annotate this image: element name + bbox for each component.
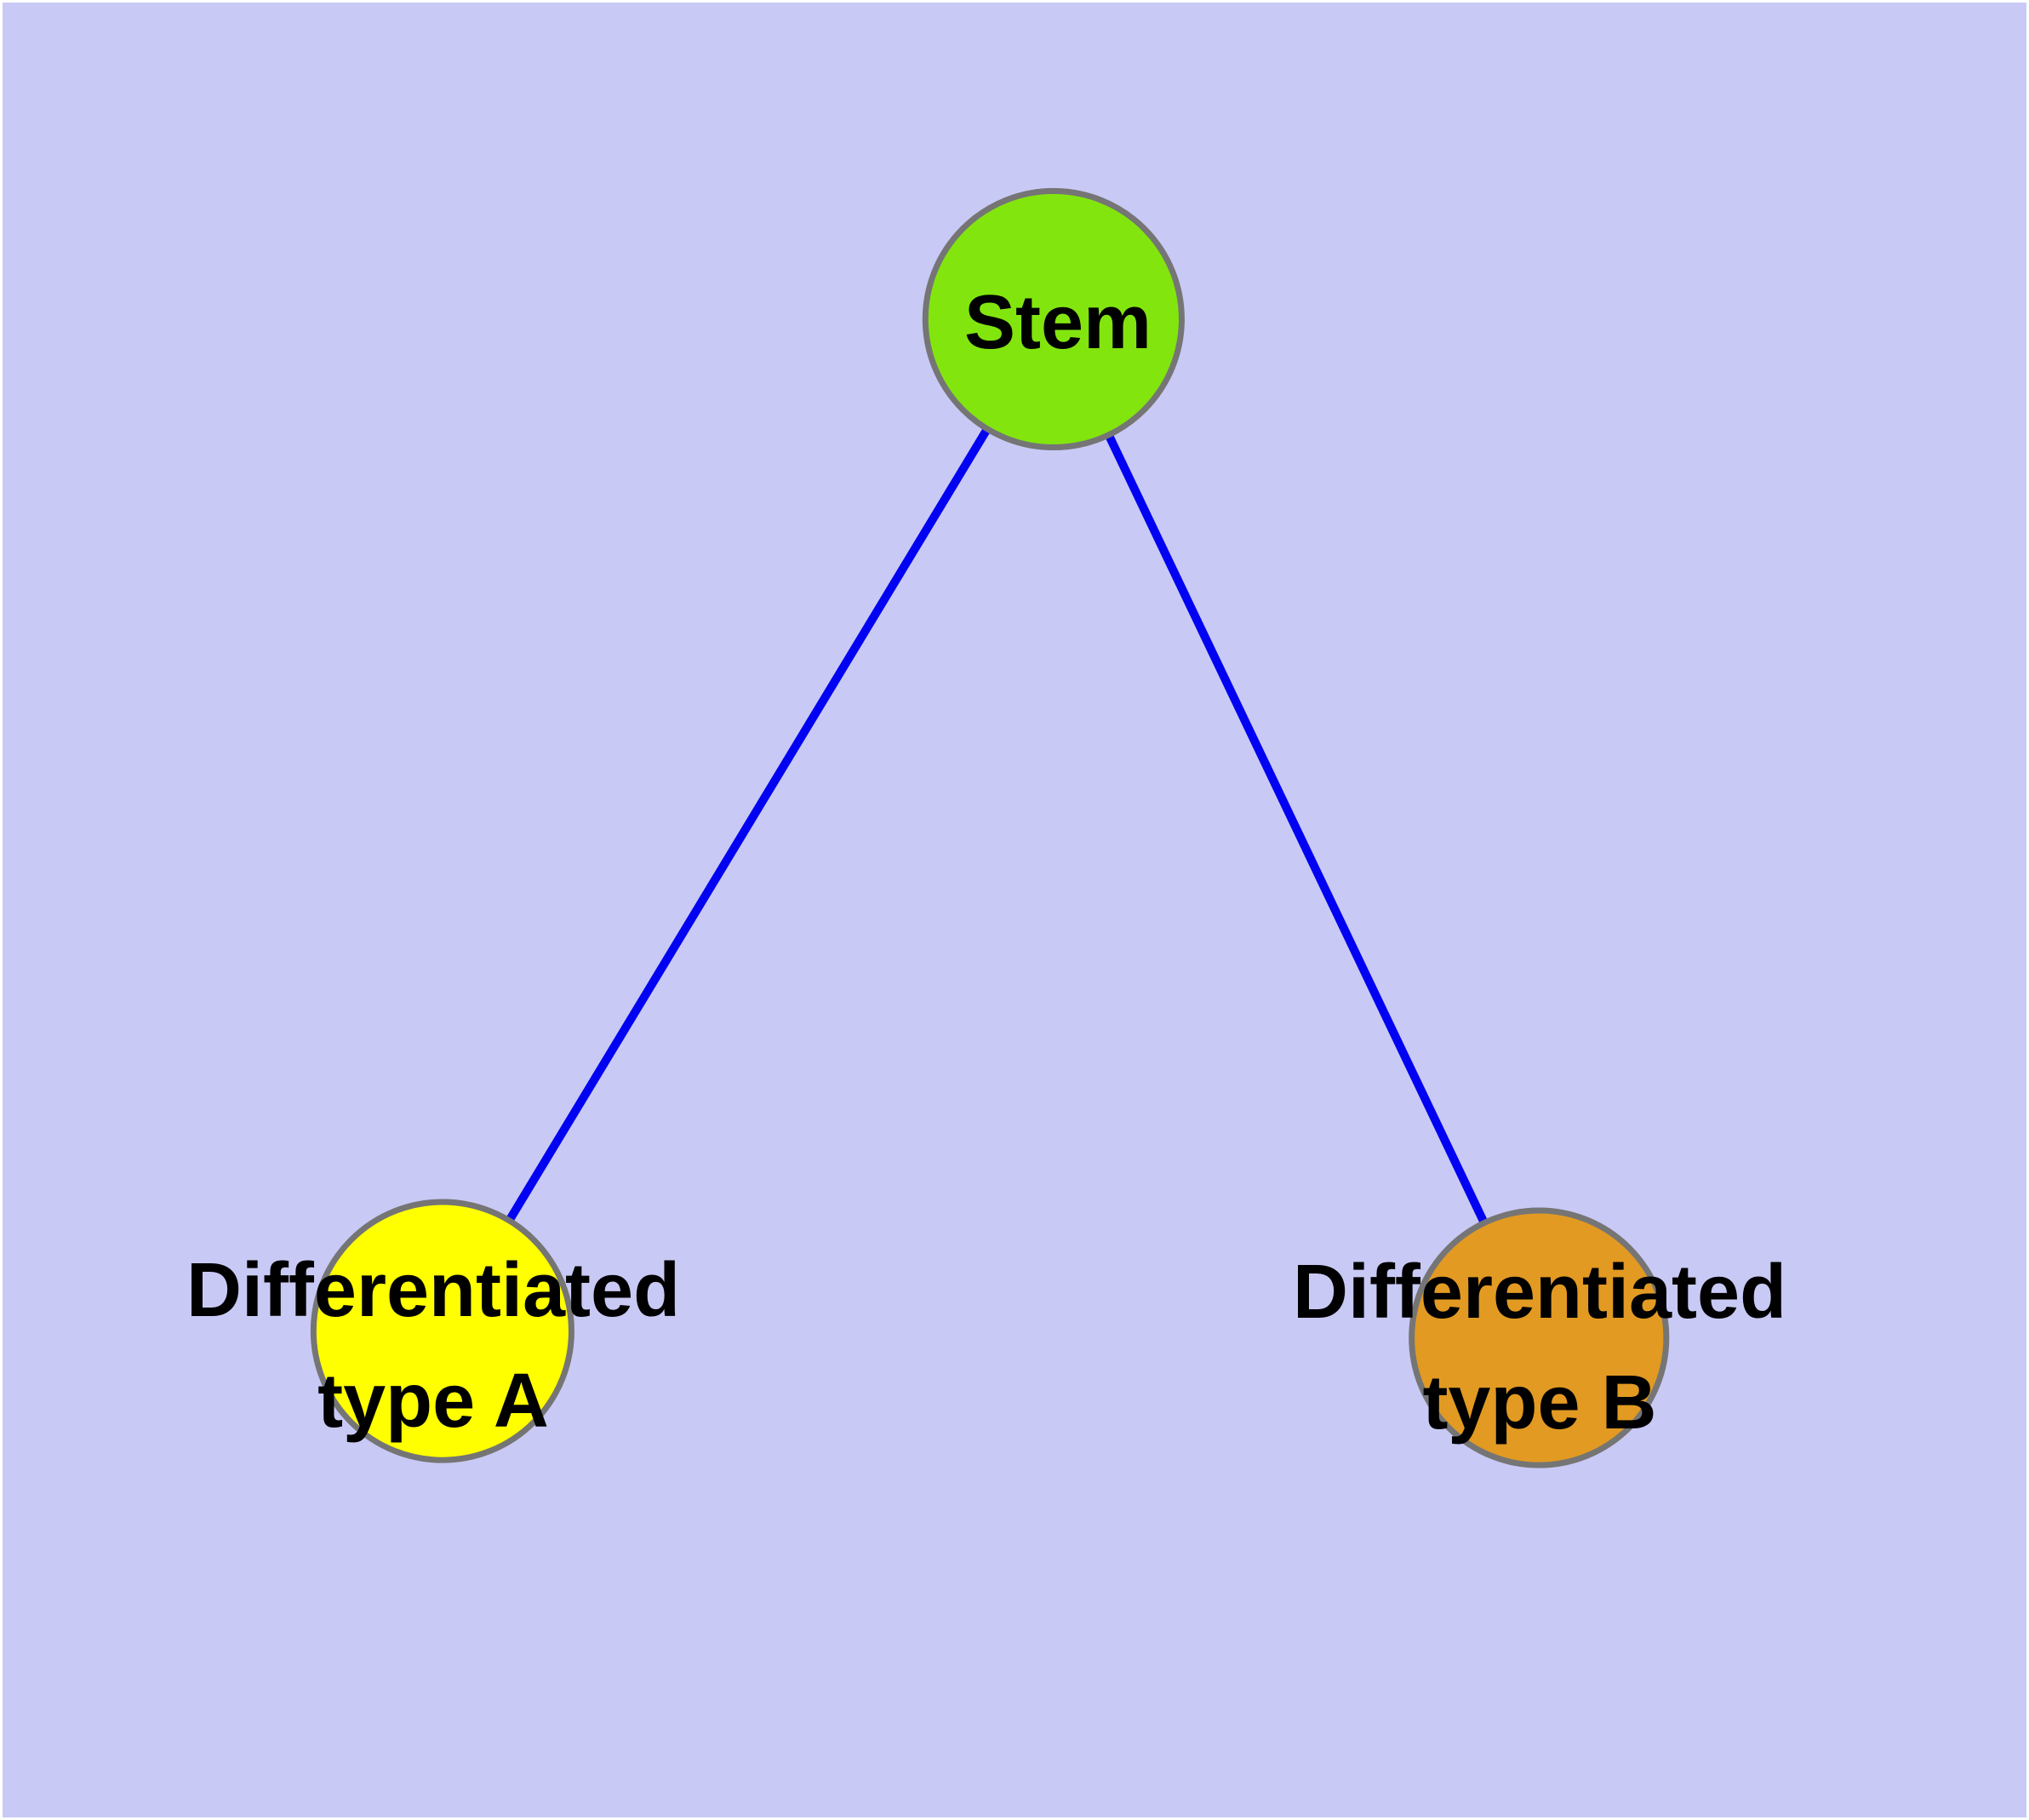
graph-svg [310, 187, 1670, 1468]
node-stem-circle [922, 187, 1185, 451]
node-label-typeB-line1: Differentiated [1292, 1250, 1787, 1335]
edge-stem-to-typeB [1049, 317, 1543, 1340]
node-label-stem: Stem [964, 267, 1152, 378]
node-label-typeB: Differentiated type B [1293, 1237, 1786, 1458]
node-label-stem-text: Stem [963, 280, 1152, 365]
node-label-typeB-line2: type B [1422, 1360, 1657, 1445]
diagram-canvas: Stem Differentiated type A Differentiate… [3, 3, 2026, 1817]
node-label-typeA-line1: Differentiated [186, 1248, 681, 1333]
edge-stem-to-typeA [438, 317, 1058, 1334]
node-label-typeA-line2: type A [317, 1359, 549, 1444]
node-typeA-circle [310, 1199, 574, 1463]
node-label-typeA: Differentiated type A [186, 1235, 680, 1457]
node-typeB-circle [1409, 1207, 1670, 1468]
